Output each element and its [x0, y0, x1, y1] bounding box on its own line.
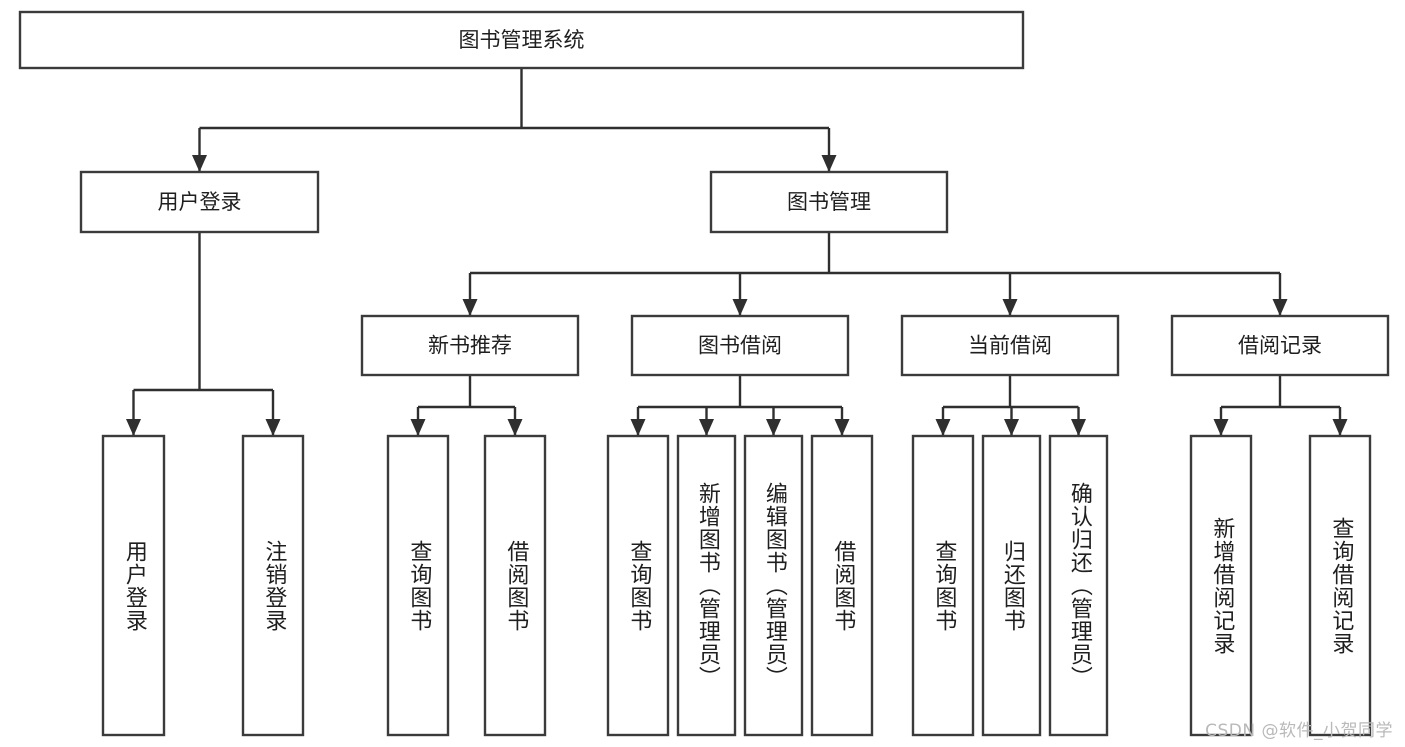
node-box-leaf-bb-add[interactable]: [676, 434, 737, 737]
node-box-leaf-cb-return[interactable]: [981, 434, 1042, 737]
arrow-head-icon: [192, 155, 207, 172]
node-box-current-borrow[interactable]: [900, 314, 1120, 377]
node-label-borrow-record: 借阅记录: [1238, 334, 1322, 358]
arrow-head-icon: [821, 155, 837, 172]
node-label-current-borrow: 当前借阅: [968, 334, 1052, 358]
node-box-leaf-bb-borrow[interactable]: [810, 434, 874, 737]
arrow-head-icon: [1002, 299, 1018, 316]
arrow-head-icon: [265, 419, 281, 436]
arrow-head-icon: [410, 419, 426, 436]
node-box-leaf-rec-query[interactable]: [386, 434, 450, 737]
node-box-leaf-rec-borrow[interactable]: [483, 434, 547, 737]
arrow-head-icon: [1332, 419, 1348, 436]
node-label-user-login: 用户登录: [158, 190, 242, 214]
connector-lines-layer: [126, 68, 1348, 436]
arrow-head-icon: [1272, 299, 1288, 316]
arrow-head-icon: [834, 419, 850, 436]
node-box-leaf-user-logout[interactable]: [241, 434, 305, 737]
node-box-book-manage[interactable]: [709, 170, 949, 234]
node-box-user-login[interactable]: [79, 170, 320, 234]
node-box-leaf-cb-confirm[interactable]: [1048, 434, 1109, 737]
node-label-book-borrow: 图书借阅: [698, 334, 782, 358]
arrow-head-icon: [732, 299, 748, 316]
node-label-book-manage: 图书管理: [787, 190, 871, 214]
node-box-leaf-user-login[interactable]: [101, 434, 166, 737]
node-box-new-book-rec[interactable]: [360, 314, 580, 377]
arrow-head-icon: [766, 419, 781, 436]
node-box-leaf-bb-query[interactable]: [606, 434, 670, 737]
node-box-book-borrow[interactable]: [630, 314, 850, 377]
node-box-root[interactable]: [18, 10, 1025, 70]
node-box-leaf-cb-query[interactable]: [911, 434, 975, 737]
node-box-borrow-record[interactable]: [1170, 314, 1390, 377]
csdn-watermark: CSDN @软件_小贺同学: [1205, 721, 1393, 741]
arrow-head-icon: [126, 419, 141, 436]
arrow-head-icon: [1213, 419, 1229, 436]
node-box-leaf-br-query[interactable]: [1308, 434, 1372, 737]
node-box-leaf-bb-edit[interactable]: [743, 434, 804, 737]
arrow-head-icon: [462, 299, 478, 316]
node-label-new-book-rec: 新书推荐: [428, 334, 512, 358]
arrow-head-icon: [507, 419, 523, 436]
arrow-head-icon: [1004, 419, 1019, 436]
arrow-head-icon: [935, 419, 951, 436]
node-boxes-layer: [18, 10, 1390, 737]
node-label-root: 图书管理系统: [459, 28, 585, 52]
arrow-head-icon: [1071, 419, 1086, 436]
node-box-leaf-br-add[interactable]: [1189, 434, 1253, 737]
arrow-head-icon: [699, 419, 714, 436]
arrow-head-icon: [630, 419, 646, 436]
